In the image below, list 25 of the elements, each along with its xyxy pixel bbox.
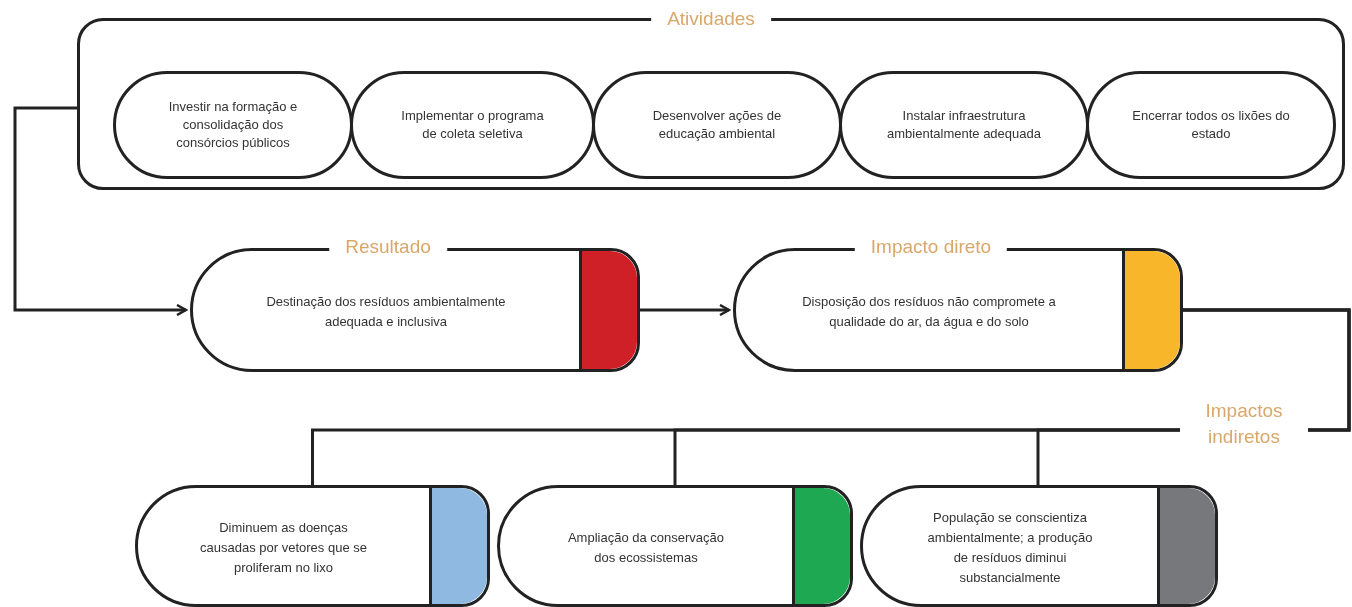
activity-pill: [839, 71, 1089, 179]
activity-text: Encerrar todos os lixões do estado: [1131, 107, 1291, 143]
outcome-box: [135, 485, 490, 607]
activity-text: Implementar o programa de coleta seletiva: [400, 107, 545, 143]
activity-text: Desenvolver ações de educação ambiental: [651, 107, 783, 143]
connector-line: [640, 303, 731, 317]
outcome-box: [497, 485, 853, 607]
color-tab: [429, 488, 487, 604]
outcome-box: [860, 485, 1218, 607]
activity-text: Instalar infraestrutura ambientalmente adequada: [886, 107, 1042, 143]
activity-pill: [592, 71, 842, 179]
color-tab: [792, 488, 850, 604]
color-tab: [1157, 488, 1215, 604]
activity-pill: [350, 71, 595, 179]
color-tab: [1122, 251, 1180, 369]
connector-line: [13, 106, 188, 317]
activity-text: Investir na formação e consolidação dos consórcios públicos: [167, 98, 299, 152]
color-tab: [579, 251, 637, 369]
outcome-text: Disposição dos resíduos não compromete a qualidade do ar, da água e do solo: [801, 293, 1057, 331]
outcome-text: Diminuem as doenças causadas por vetores que se proliferam no lixo: [199, 519, 368, 577]
activity-pill: [113, 71, 353, 179]
activity-pill: [1086, 71, 1336, 179]
outcome-text: Ampliação da conservação dos ecossistemas: [566, 529, 726, 567]
outcome-text: População se conscientiza ambientalmente; a produção de resíduos diminui substancialmente: [926, 509, 1094, 587]
outcome-text: Destinação dos resíduos ambientalmente adequada e inclusiva: [265, 293, 507, 331]
